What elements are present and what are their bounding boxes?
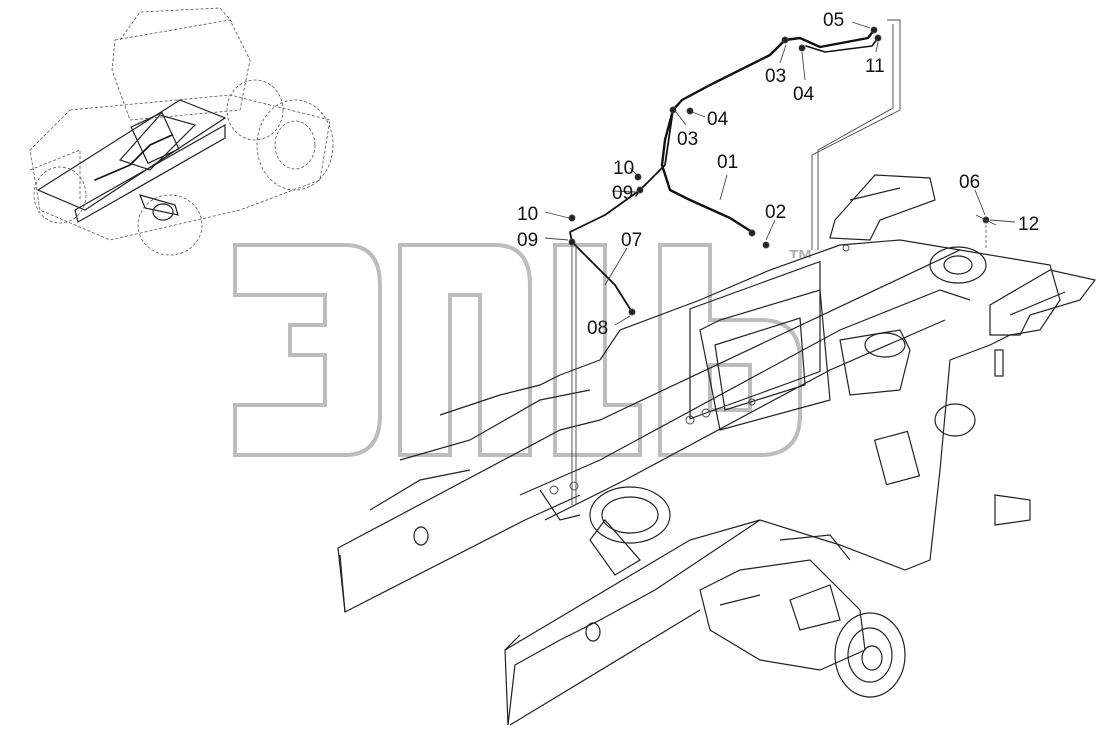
hydraulic-lines bbox=[568, 19, 997, 505]
leader-lines bbox=[544, 21, 1016, 326]
callout-03: 03 bbox=[765, 66, 786, 87]
watermark-logo: ™ bbox=[233, 243, 814, 457]
overview-inset bbox=[29, 7, 334, 256]
callout-03: 03 bbox=[677, 129, 698, 150]
callout-04: 04 bbox=[707, 109, 729, 130]
rear-axle bbox=[589, 486, 906, 698]
callout-01: 01 bbox=[717, 152, 738, 173]
callout-11: 11 bbox=[865, 56, 885, 77]
callout-10: 10 bbox=[517, 204, 538, 225]
callout-07: 07 bbox=[621, 230, 642, 251]
callout-06: 06 bbox=[959, 172, 980, 193]
chassis-frame bbox=[337, 174, 1097, 726]
callout-10: 10 bbox=[613, 158, 634, 179]
callout-04: 04 bbox=[793, 84, 815, 105]
callout-09: 09 bbox=[612, 183, 633, 204]
callout-labels: 05 11 03 04 04 03 01 10 09 02 10 09 07 0… bbox=[517, 10, 1039, 339]
callout-05: 05 bbox=[823, 10, 844, 31]
callout-09: 09 bbox=[517, 230, 538, 251]
callout-08: 08 bbox=[587, 318, 608, 339]
callout-12: 12 bbox=[1018, 214, 1039, 235]
callout-02: 02 bbox=[765, 202, 786, 223]
